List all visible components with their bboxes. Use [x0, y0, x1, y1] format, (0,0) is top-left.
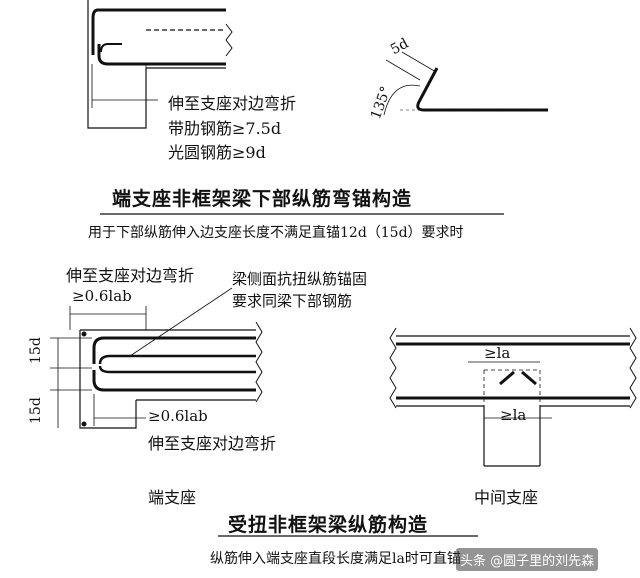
- caption-mid-support: 中间支座: [474, 488, 539, 507]
- top-title: 端支座非框架梁下部纵筋弯锚构造: [112, 188, 413, 210]
- bottom-mid-support-detail: [389, 327, 637, 467]
- dim-06lab-bottom: ≥0.6lab: [148, 407, 208, 425]
- label-extend-bend-bottom: 伸至支座对边弯折: [148, 434, 277, 453]
- label-extend-bend-top: 伸至支座对边弯折: [168, 94, 297, 113]
- bottom-end-support-detail: [50, 287, 263, 429]
- dim-15d-upper: 15d: [28, 337, 44, 364]
- dim-la-upper: ≥la: [484, 344, 511, 362]
- bottom-title: 受扭非框架梁纵筋构造: [228, 514, 429, 536]
- dim-15d-lower: 15d: [28, 397, 44, 424]
- watermark: 头条 @圆子里的刘先森: [456, 548, 599, 571]
- dim-la-lower: ≥la: [500, 406, 527, 424]
- label-plain-bar: 光圆钢筋≥9d: [168, 143, 266, 162]
- caption-end-support: 端支座: [148, 488, 197, 507]
- top-subtitle: 用于下部纵筋伸入边支座长度不满足直锚12d（15d）要求时: [88, 225, 464, 241]
- label-extend-bend-bottom-top: 伸至支座对边弯折: [66, 266, 195, 285]
- bottom-subtitle: 纵筋伸入端支座直段长度满足la时可直锚: [210, 551, 461, 567]
- note-torsion-line1: 梁侧面抗扭纵筋锚固: [232, 270, 368, 288]
- top-end-support-detail: [87, 0, 233, 129]
- hook-135-detail: [383, 51, 548, 116]
- dim-06lab-top: ≥0.6lab: [72, 287, 132, 305]
- label-ribbed-bar: 带肋钢筋≥7.5d: [168, 119, 282, 138]
- note-torsion-line2: 要求同梁下部钢筋: [232, 292, 353, 310]
